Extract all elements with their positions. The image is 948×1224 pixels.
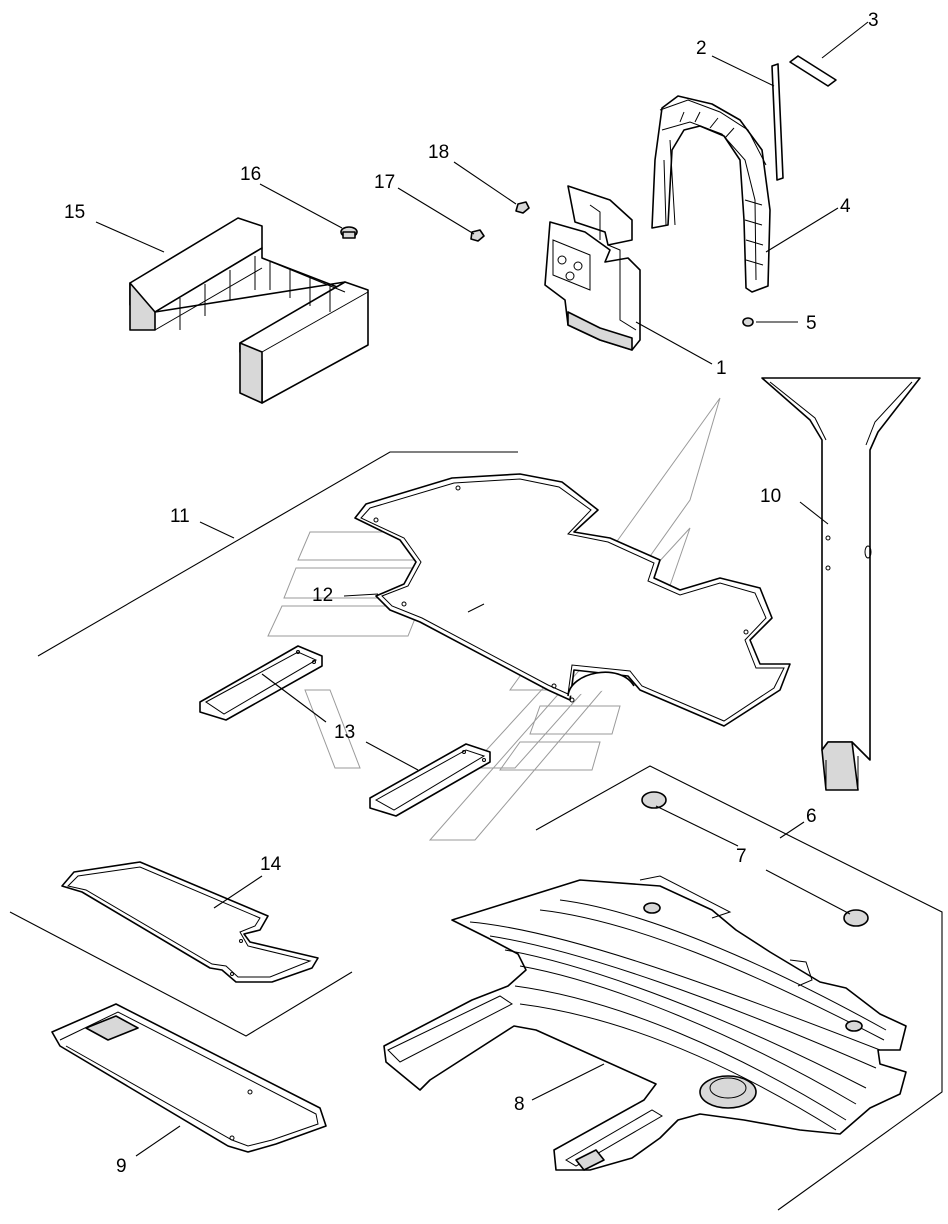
- callout-14: 14: [260, 854, 282, 875]
- callout-4: 4: [840, 196, 851, 217]
- part-2-strip: [771, 63, 784, 181]
- part-7-plug-upper: [641, 791, 667, 809]
- part-6-plane: [535, 765, 943, 1211]
- callout-15: 15: [64, 202, 85, 223]
- callouts: 1 2 3 4 5 6 7 8 9 10 11 12 13 14 15 16 1…: [64, 10, 879, 1177]
- part-12-floor-mat: [354, 473, 791, 727]
- callout-3: 3: [868, 10, 879, 31]
- callout-8: 8: [514, 1094, 525, 1115]
- part-14-mat: [61, 861, 319, 983]
- part-4-arch-trim: [651, 95, 771, 293]
- part-17-nut: [470, 229, 485, 242]
- callout-7: 7: [736, 846, 747, 867]
- callout-9: 9: [116, 1156, 127, 1177]
- part-13-small-mat-right: [369, 743, 491, 817]
- callout-1: 1: [716, 358, 727, 379]
- leader-lines: [95, 21, 869, 1157]
- callout-16: 16: [240, 164, 261, 185]
- callout-11: 11: [170, 506, 190, 527]
- part-8-floor: [383, 875, 907, 1171]
- callout-12: 12: [312, 585, 333, 606]
- part-5-washer: [742, 317, 754, 327]
- callout-18: 18: [428, 142, 449, 163]
- callout-13: 13: [334, 722, 355, 743]
- callout-17: 17: [374, 172, 395, 193]
- part-10-pillar-trim: [761, 377, 921, 791]
- callout-10: 10: [760, 486, 781, 507]
- part-3-plate: [789, 55, 837, 87]
- part-9-insulation-pad: [51, 1003, 327, 1153]
- callout-2: 2: [696, 38, 707, 59]
- part-13-small-mat-left: [199, 645, 323, 721]
- callout-5: 5: [806, 313, 817, 334]
- part-16-plug: [340, 226, 358, 239]
- part-11-floor-plane: [37, 451, 518, 657]
- part-1-console-panel: [544, 185, 641, 351]
- part-15-storage-tray: [129, 217, 369, 404]
- part-14-plane: [9, 911, 353, 1037]
- part-18-nut: [515, 201, 530, 214]
- callout-6: 6: [806, 806, 817, 827]
